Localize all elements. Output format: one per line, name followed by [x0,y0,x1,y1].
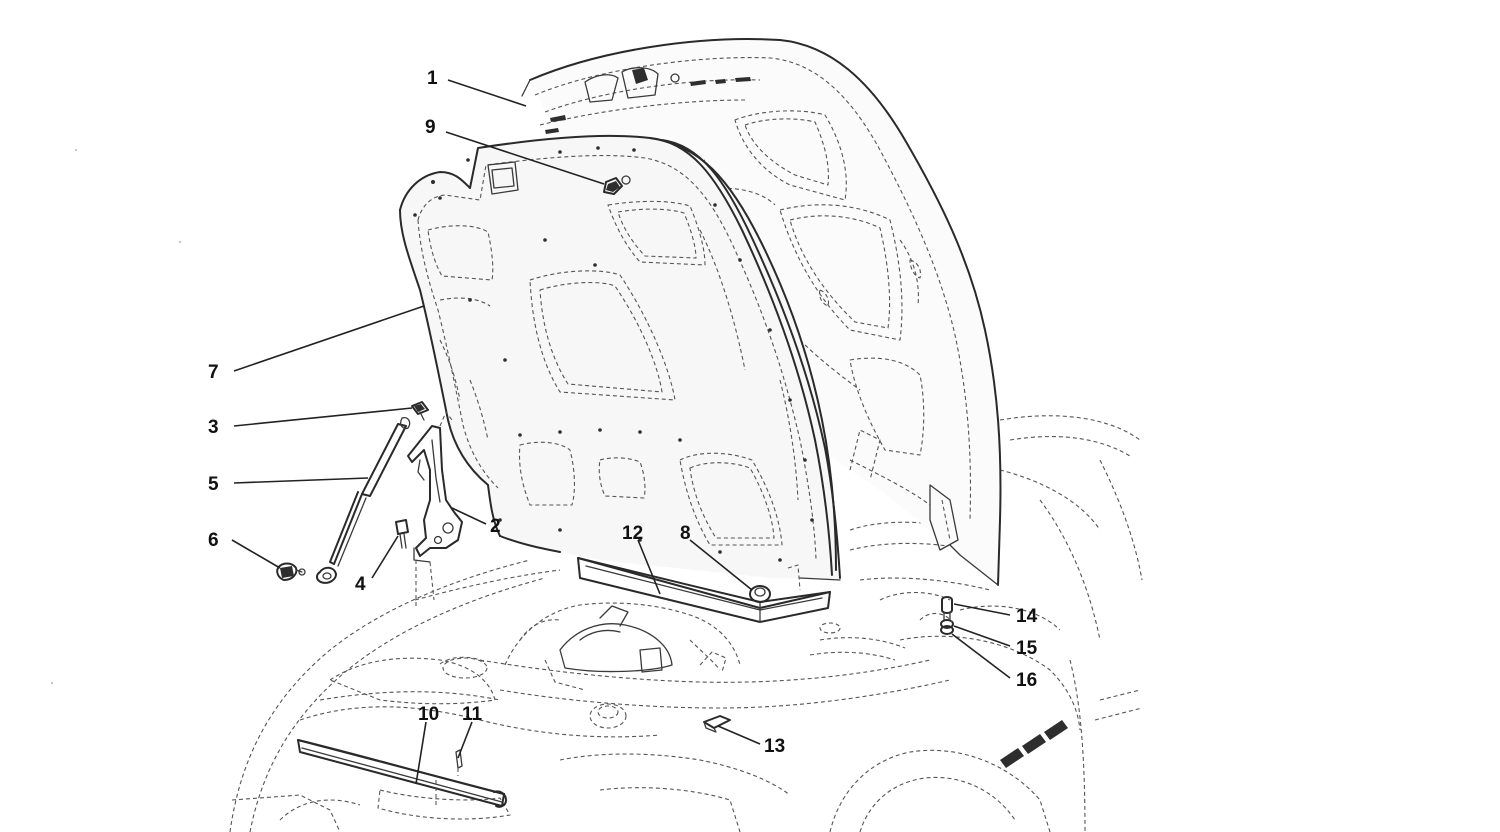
callout-9: 9 [425,117,436,138]
rubber-bump-stop [603,175,631,195]
hood-insulation-panel [399,134,841,581]
release-handle [703,715,731,733]
ball-stud [276,562,306,581]
callout-15: 15 [1016,638,1038,659]
hood-hinge [407,411,463,606]
leader-8 [689,539,753,591]
callout-7: 7 [208,362,219,383]
front-trim-strip [297,739,507,808]
callout-12: 12 [622,523,643,544]
leader-lines [231,79,1011,785]
side-vents [1000,720,1068,768]
leader-7 [233,305,425,372]
leader-3 [233,407,413,427]
leader-1 [447,79,527,107]
callout-3: 3 [208,417,219,438]
callout-8: 8 [680,523,691,544]
callout-10: 10 [418,704,439,725]
leader-12 [637,539,661,595]
leader-13 [717,725,761,745]
leader-10 [415,721,427,785]
leader-9 [445,131,605,185]
callout-labels: 1 2 3 4 5 6 7 8 9 10 11 12 13 14 15 16 [208,68,1038,757]
hinge-screw [395,519,409,549]
callout-4: 4 [355,574,366,595]
callout-1: 1 [427,68,438,89]
leader-15 [953,625,1011,647]
leader-11 [457,721,473,759]
callout-2: 2 [490,516,501,537]
trim-clip [455,749,463,776]
callout-13: 13 [764,736,785,757]
gas-strut [315,416,411,584]
leader-4 [371,535,399,579]
callout-14: 14 [1016,606,1038,627]
leader-6 [231,539,281,569]
bumper-stop-stack [919,596,954,635]
callout-16: 16 [1016,670,1037,691]
callout-11: 11 [462,704,483,725]
hood-seal-strip [577,557,831,623]
leader-14 [953,603,1011,616]
car-body [229,415,1143,832]
scan-specks [51,149,181,684]
callout-5: 5 [208,474,219,495]
leader-5 [233,477,369,484]
leader-2 [451,507,487,525]
hinge-bolt [411,401,429,421]
callout-6: 6 [208,530,219,551]
leader-16 [951,633,1011,679]
grommet-clip [749,585,771,603]
